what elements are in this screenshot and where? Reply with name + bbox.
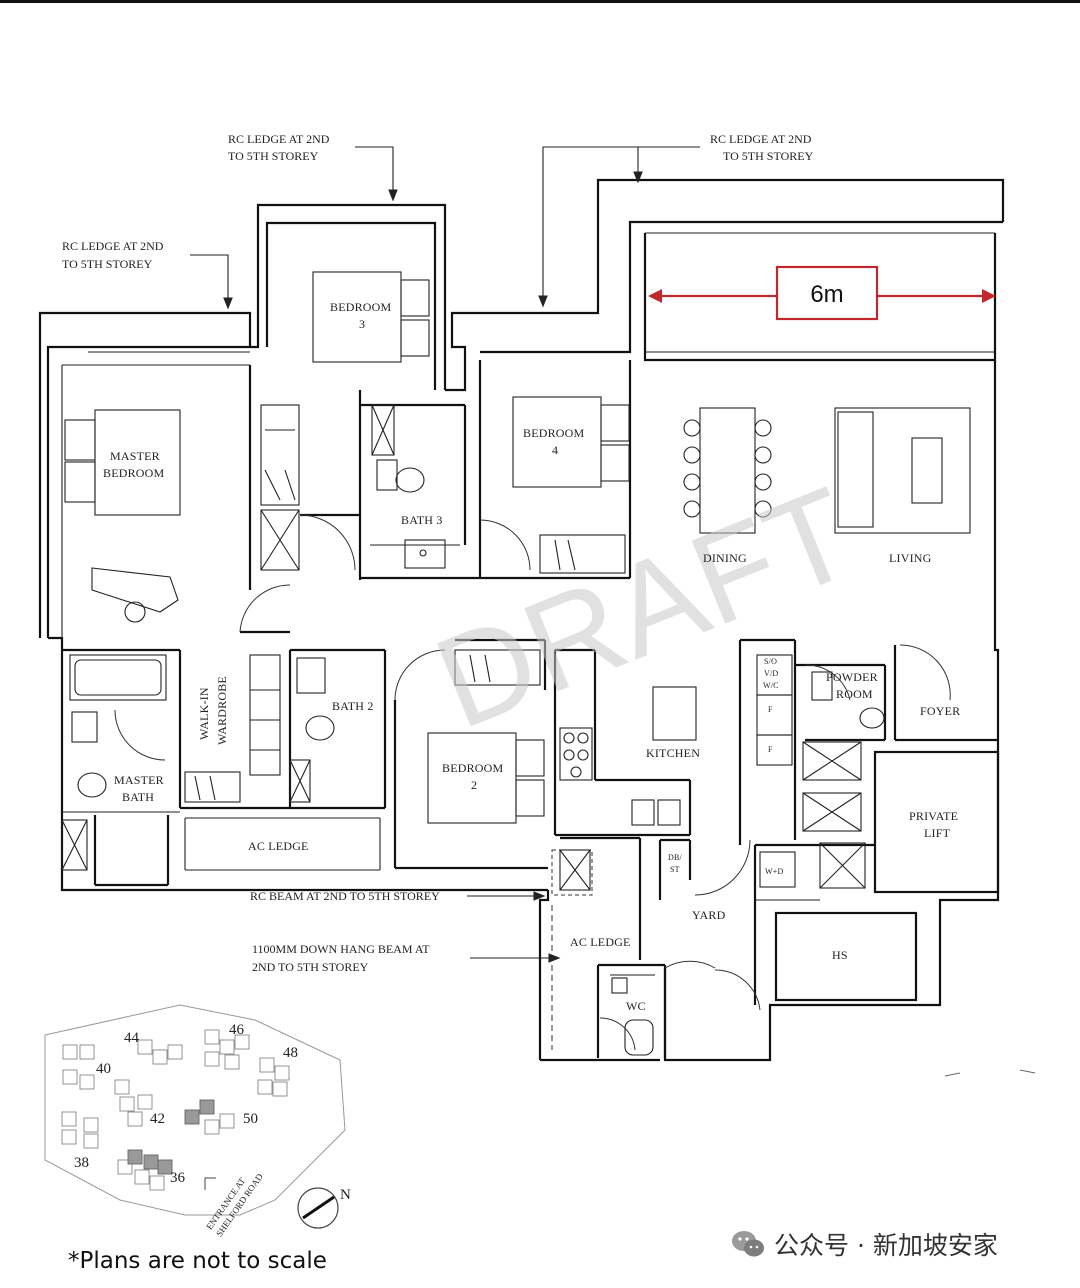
block-46: 46 [229,1022,245,1038]
wc-small-label: W/C [763,681,779,690]
rc-ledge-left-line2: TO 5TH STOREY [62,257,153,271]
f-label-1: F [768,705,773,714]
room-labels: MASTER BEDROOM BEDROOM 3 BEDROOM 4 BATH … [103,300,960,1013]
yard-label: YARD [692,908,726,922]
bath2-label: BATH 2 [332,699,374,713]
block-48: 48 [283,1045,298,1061]
stray-marks [944,1069,1036,1077]
interior-walls [61,360,1000,1058]
bedroom2-label-2: 2 [471,778,477,792]
bath3-label: BATH 3 [401,513,443,527]
block-38: 38 [74,1155,89,1171]
bedroom3-label-2: 3 [359,317,365,331]
vd-label: V/D [764,669,778,678]
annotations: RC LEDGE AT 2ND TO 5TH STOREY RC LEDGE A… [62,132,814,974]
walk-in-label-2: WARDROBE [215,676,229,745]
down-hang-beam-line2: 2ND TO 5TH STOREY [252,960,369,974]
block-40: 40 [96,1061,111,1077]
door-swings [114,514,951,1051]
floor-plan: DRAFT 6m RC LEDGE AT 2ND TO 5TH STOREY R… [38,132,1036,1238]
db-st-label-1: DB/ [668,853,683,862]
wechat-credit: 公众号 · 新加坡安家 [730,1226,998,1262]
credit-text: 公众号 · 新加坡安家 [774,1231,998,1260]
top-border [0,0,1080,3]
rc-ledge-right-line1: RC LEDGE AT 2ND [710,132,812,146]
bedroom4-label-1: BEDROOM [523,426,585,440]
rc-ledge-right-line2: TO 5TH STOREY [723,149,814,163]
wechat-icon [730,1229,766,1259]
rc-beam-note: RC BEAM AT 2ND TO 5TH STOREY [250,889,440,903]
rc-ledge-mid-line1: RC LEDGE AT 2ND [228,132,330,146]
wd-label: W+D [765,867,783,876]
ac-ledge-label-1: AC LEDGE [248,839,309,853]
block-44: 44 [124,1030,140,1046]
master-bedroom-label-2: BEDROOM [103,466,165,480]
north-label: N [340,1187,351,1203]
f-label-2: F [768,745,773,754]
bedroom4-label-2: 4 [552,443,558,457]
powder-room-label-1: POWDER [826,670,878,684]
ac-ledge-label-2: AC LEDGE [570,935,631,949]
north-compass-icon [297,1187,339,1229]
private-lift-label-2: LIFT [924,826,951,840]
leader-lines [190,146,700,963]
bedroom3-label-1: BEDROOM [330,300,392,314]
db-st-label-2: ST [670,865,680,874]
block-50: 50 [243,1111,258,1127]
hs-label: HS [832,948,848,962]
powder-room-label-2: ROOM [836,687,873,701]
block-42: 42 [150,1111,165,1127]
wc-label: WC [626,999,646,1013]
living-label: LIVING [889,551,932,565]
dining-label: DINING [703,551,747,565]
site-key-plan: 44 46 48 40 42 50 38 36 ENTRANCE AT SHEL… [44,1004,351,1238]
walk-in-label-1: WALK-IN [197,687,211,740]
rc-ledge-mid-line2: TO 5TH STOREY [228,149,319,163]
fixtures [61,271,971,1056]
private-lift-label-1: PRIVATE [909,809,958,823]
master-bath-label-1: MASTER [114,773,164,787]
master-bedroom-label-1: MASTER [110,449,160,463]
dimension-label: 6m [810,281,843,308]
so-label: S/O [764,657,777,666]
down-hang-beam-line1: 1100MM DOWN HANG BEAM AT [252,942,430,956]
master-bath-label-2: BATH [122,790,154,804]
dimension-6m: 6m [648,265,996,321]
bedroom2-label-1: BEDROOM [442,761,504,775]
foyer-label: FOYER [920,704,960,718]
rc-ledge-left-line1: RC LEDGE AT 2ND [62,239,164,253]
draft-watermark: DRAFT [417,459,873,757]
block-36: 36 [170,1170,186,1186]
disclaimer-text: *Plans are not to scale [68,1248,327,1274]
kitchen-label: KITCHEN [646,746,700,760]
